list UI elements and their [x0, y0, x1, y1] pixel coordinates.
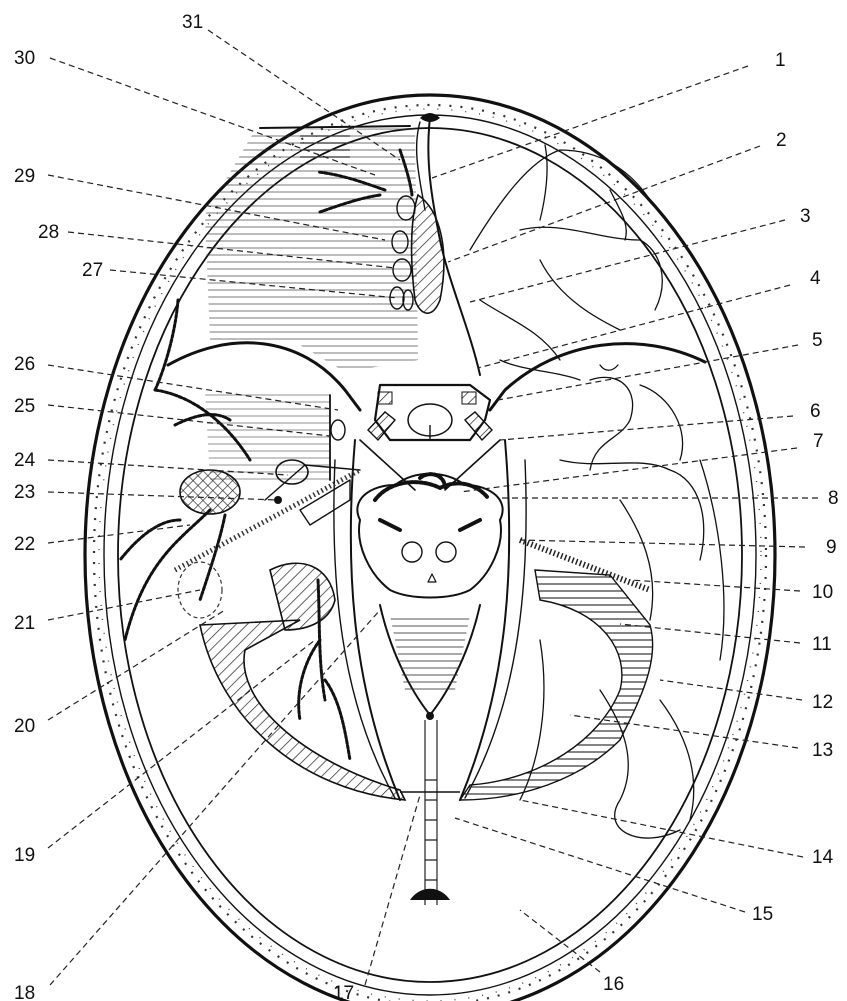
leader-lines: [48, 30, 818, 985]
label-21: 21: [14, 613, 35, 634]
label-19: 19: [14, 845, 35, 866]
label-7: 7: [813, 431, 824, 452]
confluence-of-sinuses: [400, 720, 460, 905]
label-24: 24: [14, 450, 36, 471]
number-labels: 1 2 3 4 5 6 7 8 9 10 11 12 13 14 15 16 1…: [14, 12, 839, 1001]
label-29: 29: [14, 166, 35, 187]
foramen-magnum: [380, 605, 480, 720]
label-15: 15: [752, 904, 773, 925]
label-1: 1: [775, 50, 786, 71]
label-12: 12: [812, 692, 833, 713]
label-30: 30: [14, 48, 35, 69]
label-13: 13: [812, 740, 833, 761]
label-3: 3: [800, 206, 811, 227]
label-23: 23: [14, 482, 35, 503]
sella-turcica: [368, 385, 492, 440]
label-6: 6: [810, 401, 821, 422]
label-10: 10: [812, 582, 833, 603]
label-11: 11: [812, 634, 832, 655]
transverse-sinus-right: [460, 540, 653, 800]
anterior-fossa-left: [205, 126, 418, 372]
label-14: 14: [812, 847, 834, 868]
label-16: 16: [603, 974, 624, 995]
label-4: 4: [810, 268, 821, 289]
label-25: 25: [14, 396, 35, 417]
label-17: 17: [333, 983, 354, 1001]
label-8: 8: [828, 488, 839, 509]
label-31: 31: [182, 12, 203, 33]
label-26: 26: [14, 354, 35, 375]
label-18: 18: [14, 983, 35, 1001]
label-9: 9: [826, 537, 837, 558]
label-22: 22: [14, 534, 35, 555]
label-27: 27: [82, 260, 103, 281]
label-5: 5: [812, 330, 823, 351]
label-20: 20: [14, 716, 35, 737]
label-28: 28: [38, 222, 59, 243]
brainstem: [357, 440, 502, 598]
label-2: 2: [776, 130, 787, 151]
